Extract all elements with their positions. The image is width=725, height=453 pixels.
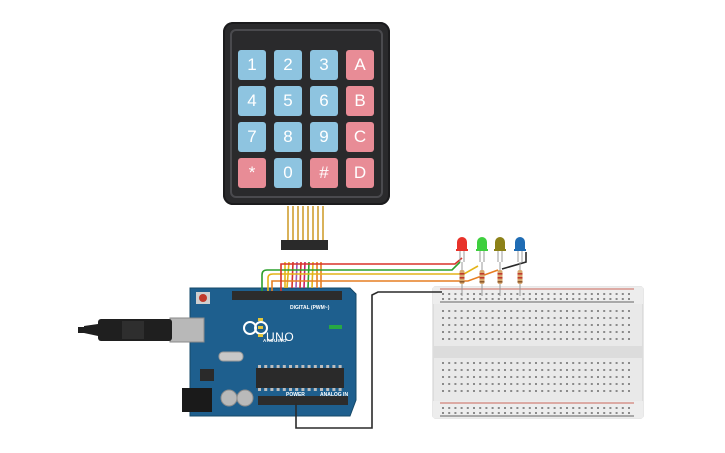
resistor-4[interactable]	[517, 262, 523, 296]
resistor-3[interactable]	[497, 262, 503, 296]
key-1[interactable]: 1	[238, 50, 266, 80]
chip-pins	[258, 365, 342, 391]
key-B[interactable]: B	[346, 86, 374, 116]
key-9[interactable]: 9	[310, 122, 338, 152]
led-green[interactable]	[476, 237, 488, 262]
key-A[interactable]: A	[346, 50, 374, 80]
power-label: POWER	[286, 392, 305, 398]
digital-label: DIGITAL (PWM~)	[290, 305, 330, 311]
arduino-board[interactable]	[169, 287, 357, 417]
led-red[interactable]	[456, 237, 468, 262]
resistor-2[interactable]	[479, 262, 485, 296]
breadboard-holes	[442, 293, 630, 414]
key-6[interactable]: 6	[310, 86, 338, 116]
leds	[456, 237, 526, 296]
led-blue[interactable]	[514, 237, 526, 262]
board-brand: UNO	[266, 330, 295, 344]
breadboard[interactable]	[432, 286, 644, 419]
keypad-connector	[281, 206, 328, 250]
key-3[interactable]: 3	[310, 50, 338, 80]
usb-cable	[78, 319, 172, 341]
key-2[interactable]: 2	[274, 50, 302, 80]
reset-button[interactable]	[199, 294, 207, 302]
key-star[interactable]: *	[238, 158, 266, 188]
key-C[interactable]: C	[346, 122, 374, 152]
power-jack	[182, 388, 212, 412]
key-4[interactable]: 4	[238, 86, 266, 116]
key-7[interactable]: 7	[238, 122, 266, 152]
keypad-frame	[230, 29, 383, 198]
key-5[interactable]: 5	[274, 86, 302, 116]
resistor-1[interactable]	[459, 262, 465, 296]
key-D[interactable]: D	[346, 158, 374, 188]
usb-port	[169, 317, 205, 343]
led-olive[interactable]	[494, 237, 506, 262]
analog-label: ANALOG IN	[320, 392, 349, 398]
key-0[interactable]: 0	[274, 158, 302, 188]
board-brand-sub: ARDUINO	[263, 338, 287, 343]
key-hash[interactable]: #	[310, 158, 338, 188]
key-8[interactable]: 8	[274, 122, 302, 152]
